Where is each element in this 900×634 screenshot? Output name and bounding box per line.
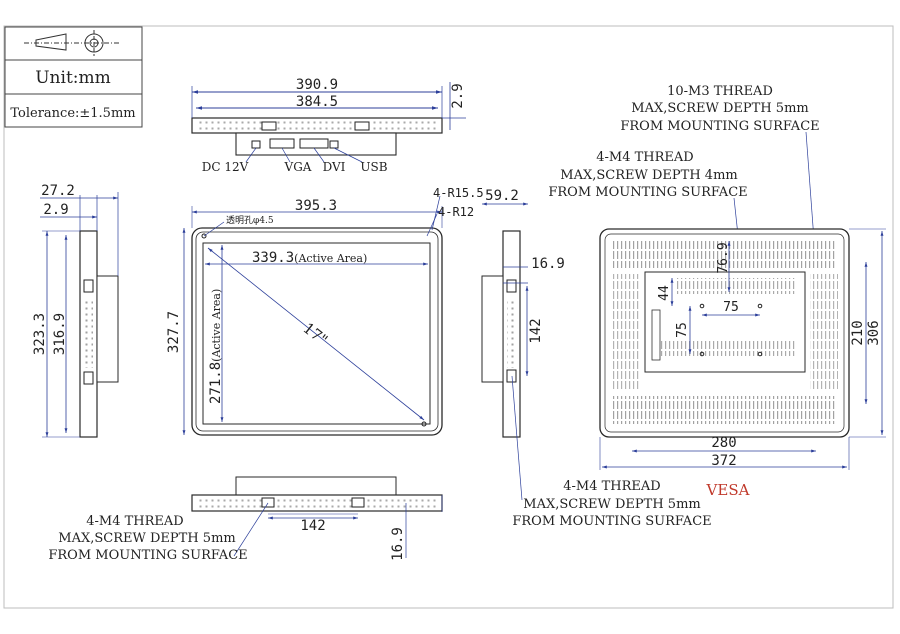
side-thread-line2: MAX,SCREW DEPTH 5mm xyxy=(523,497,700,512)
m3-note-line2: MAX,SCREW DEPTH 5mm xyxy=(631,101,808,116)
m4-note-line2: MAX,SCREW DEPTH 4mm xyxy=(560,168,737,183)
top-width-inner: 384.5 xyxy=(296,94,338,110)
side-height-inner: 316.9 xyxy=(52,313,68,355)
front-radius-outer: 4-R15.5 xyxy=(433,186,484,200)
unit-label: Unit:mm xyxy=(35,68,111,88)
right-depth: 59.2 xyxy=(485,188,519,204)
rear-height-outer: 306 xyxy=(866,320,882,345)
vesa-v3: 75 xyxy=(675,322,690,338)
title-block: Unit:mm Tolerance:±1.5mm xyxy=(4,26,143,128)
hole-icon xyxy=(201,233,207,239)
bottom-spacing: 142 xyxy=(300,518,325,534)
rear-width-outer: 372 xyxy=(711,453,736,469)
side-height-outer: 323.3 xyxy=(32,313,48,355)
vesa-hole-icon xyxy=(757,303,763,309)
vesa-v2: 44 xyxy=(657,285,672,301)
vesa-hole-icon xyxy=(699,303,705,309)
front-hole-label: 透明孔φ4.5 xyxy=(226,215,274,226)
bottom-view: 142 16.9 4-M4 THREAD MAX,SCREW DEPTH 5mm… xyxy=(48,476,443,563)
side-view-right: 59.2 16.9 142 xyxy=(481,188,565,501)
bottom-thread-line2: MAX,SCREW DEPTH 5mm xyxy=(58,531,235,546)
front-active-height: 271.8(Active Area) xyxy=(208,289,224,404)
front-view: 17" 透明孔φ4.5 395.3 4-R15.5 4-R12 339.3(Ac… xyxy=(166,186,484,436)
m4-note-line3: FROM MOUNTING SURFACE xyxy=(548,185,747,200)
top-view: 390.9 384.5 2.9 DC 12V VGA DVI USB xyxy=(191,77,466,174)
vesa-v1: 76.9 xyxy=(716,242,731,273)
right-spacing: 142 xyxy=(528,318,544,343)
vesa-label: VESA xyxy=(706,481,750,499)
connector-vga: VGA xyxy=(284,160,312,174)
hole-icon xyxy=(421,421,427,427)
rear-width-inner: 280 xyxy=(711,435,736,451)
sheet-border xyxy=(3,25,894,609)
top-depth: 2.9 xyxy=(450,83,466,108)
m3-note-line3: FROM MOUNTING SURFACE xyxy=(620,119,819,134)
bottom-thread-line1: 4-M4 THREAD xyxy=(86,514,183,529)
bottom-thread-line3: FROM MOUNTING SURFACE xyxy=(48,548,247,563)
m4-note-line1: 4-M4 THREAD xyxy=(596,150,693,165)
right-offset: 16.9 xyxy=(531,256,565,272)
front-active-width: 339.3(Active Area) xyxy=(252,250,367,266)
vesa-hole-icon xyxy=(699,351,705,357)
side-thread-line3: FROM MOUNTING SURFACE xyxy=(512,514,711,529)
connector-usb: USB xyxy=(360,160,387,174)
front-width: 395.3 xyxy=(295,198,337,214)
rear-height-inner: 210 xyxy=(850,320,866,345)
side-depth-total: 27.2 xyxy=(41,183,75,199)
side-view-left: 27.2 2.9 323.3 316.9 xyxy=(32,183,119,438)
connector-dc: DC 12V xyxy=(202,160,249,174)
side-bezel-depth: 2.9 xyxy=(43,202,68,218)
connector-dvi: DVI xyxy=(323,160,346,174)
top-width-outer: 390.9 xyxy=(296,77,338,93)
side-thread-note: 4-M4 THREAD MAX,SCREW DEPTH 5mm FROM MOU… xyxy=(512,479,711,529)
front-height: 327.7 xyxy=(166,311,182,353)
side-thread-line1: 4-M4 THREAD xyxy=(563,479,660,494)
vesa-hole-icon xyxy=(757,351,763,357)
projection-symbol-icon xyxy=(24,30,120,56)
bottom-offset: 16.9 xyxy=(390,527,406,561)
rear-view: 10-M3 THREAD MAX,SCREW DEPTH 5mm FROM MO… xyxy=(548,84,886,499)
front-radius-inner: 4-R12 xyxy=(438,205,474,219)
vesa-h: 75 xyxy=(723,300,739,315)
tolerance-label: Tolerance:±1.5mm xyxy=(10,106,135,121)
m3-note-line1: 10-M3 THREAD xyxy=(667,84,773,99)
